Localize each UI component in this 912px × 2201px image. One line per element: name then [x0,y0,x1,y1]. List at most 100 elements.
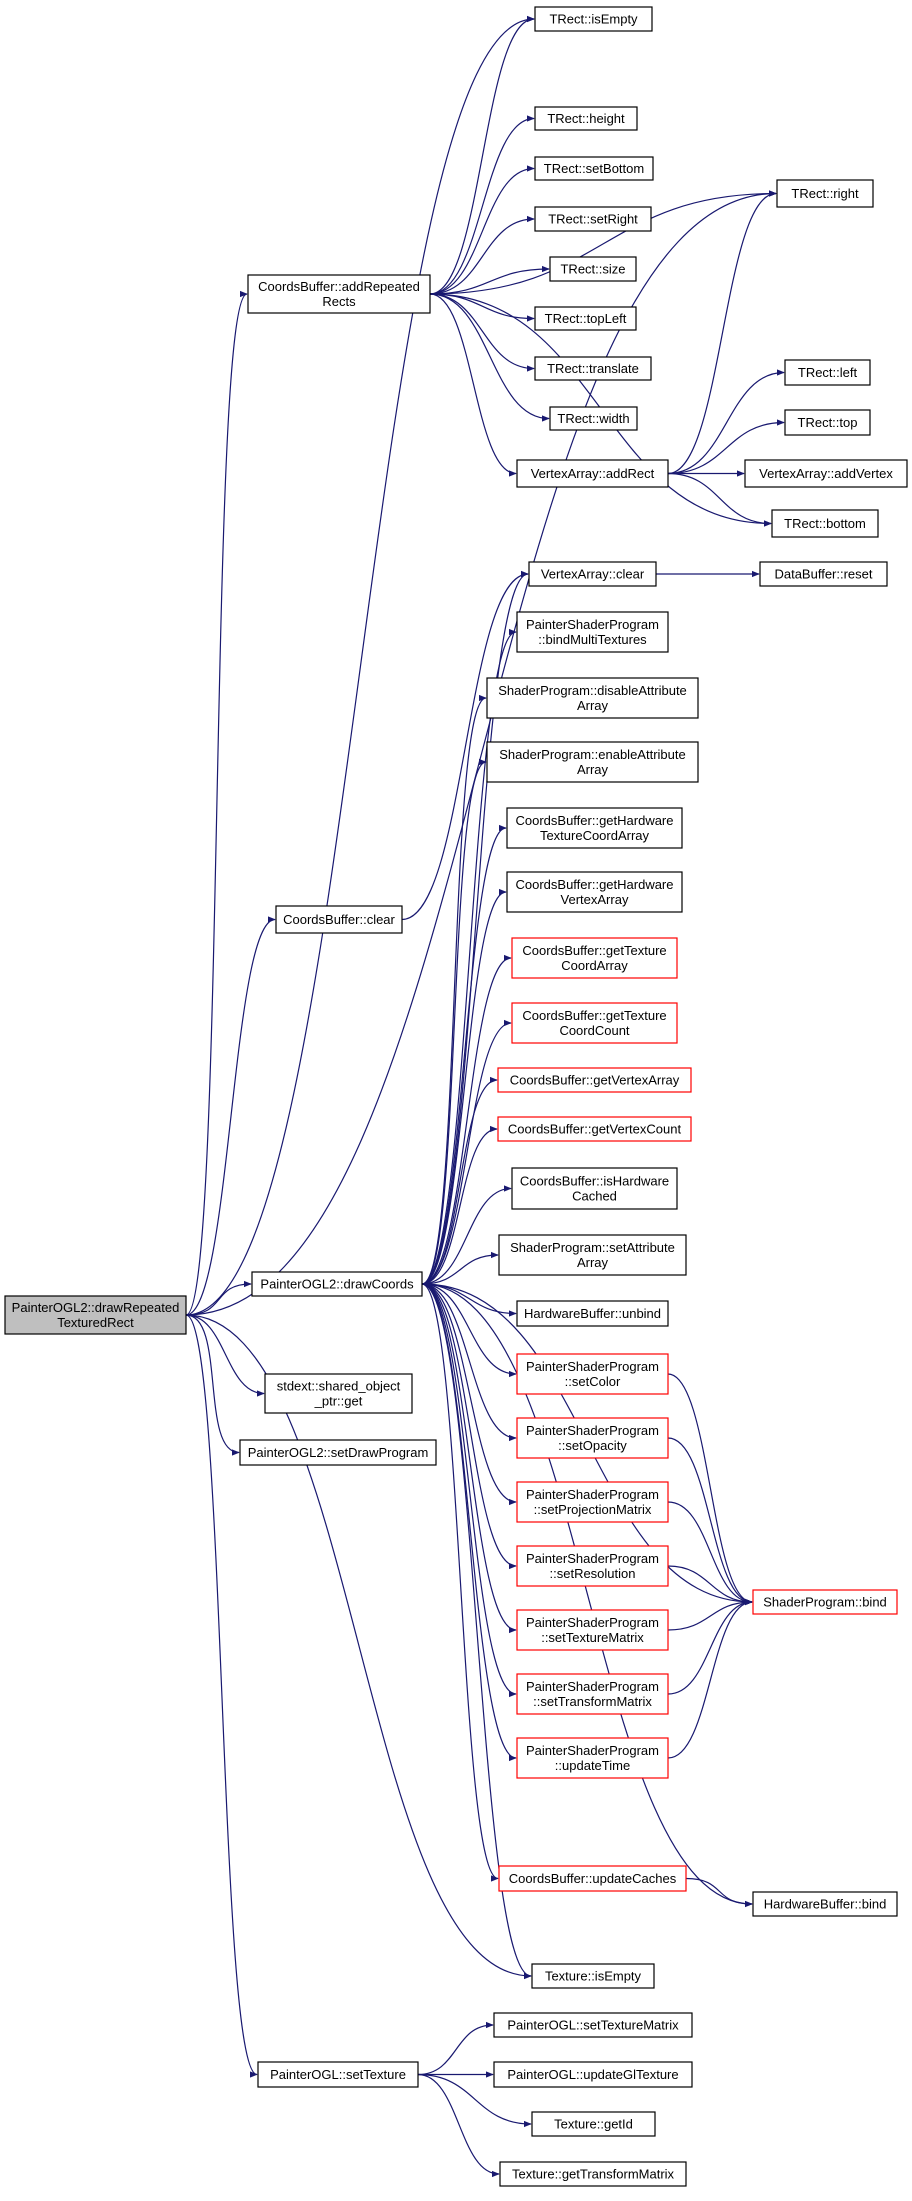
node-label: ShaderProgram::disableAttribute [498,683,687,698]
node-hb-unbind[interactable]: HardwareBuffer::unbind [516,1300,669,1327]
node-trect-left[interactable]: TRect::left [784,359,871,386]
node-label: CoordsBuffer::getHardware [515,877,673,892]
edge-pogl2-drawCoords-to-sp-setAttributeArray [421,1251,499,1285]
node-psp-setOpacity[interactable]: PainterShaderProgram::setOpacity [516,1417,669,1459]
node-cb-updateCaches[interactable]: CoordsBuffer::updateCaches [498,1865,687,1892]
edge-root-to-cb-clear [185,916,276,1316]
node-box [264,1373,413,1414]
edge-root-to-pogl-setTexture [185,1314,258,2078]
node-trect-bottom[interactable]: TRect::bottom [771,509,879,538]
node-cb-getVertexCount[interactable]: CoordsBuffer::getVertexCount [497,1116,692,1142]
node-label: CoordArray [561,958,628,973]
node-trect-topLeft[interactable]: TRect::topLeft [534,306,637,331]
edge-cb-clear-to-va-clear [401,570,529,921]
node-label: PainterOGL::updateGlTexture [507,2067,678,2082]
edge-pogl2-drawCoords-to-psp-setTransformMatrix [421,1283,517,1698]
node-trect-isEmpty[interactable]: TRect::isEmpty [534,6,653,32]
node-box [752,1589,898,1615]
node-box [4,1295,187,1335]
node-va-addRect[interactable]: VertexArray::addRect [516,459,669,488]
node-trect-translate[interactable]: TRect::translate [534,356,652,381]
node-box [516,1673,669,1715]
node-psp-setResolution[interactable]: PainterShaderProgram::setResolution [516,1545,669,1587]
node-psp-setTransformMatrix[interactable]: PainterShaderProgram::setTransformMatrix [516,1673,669,1715]
node-label: CoordsBuffer::updateCaches [509,1871,677,1886]
node-hb-bind[interactable]: HardwareBuffer::bind [752,1891,898,1917]
edge-cb-addRepeatedRects-to-trect-width [429,293,550,422]
edge-pogl-setTexture-to-tex-getTransformMatrix [417,2073,500,2178]
node-psp-setTextureMatrix[interactable]: PainterShaderProgram::setTextureMatrix [516,1609,669,1651]
node-trect-right[interactable]: TRect::right [776,179,874,208]
node-trect-setBottom[interactable]: TRect::setBottom [534,156,654,181]
node-box [493,2012,693,2038]
edge-psp-setResolution-to-sp-bind [667,1565,753,1606]
edge-pogl2-drawCoords-to-cb-getHardwareVertexArray [421,888,507,1285]
node-label: VertexArray::addVertex [759,466,893,481]
node-pogl-setTexture[interactable]: PainterOGL::setTexture [257,2061,419,2088]
node-psp-updateTime[interactable]: PainterShaderProgram::updateTime [516,1737,669,1779]
node-box [534,356,652,381]
edge-psp-setProjectionMatrix-to-sp-bind [667,1501,753,1606]
edge-root-to-trect-right [185,190,777,1316]
edge-pogl2-drawCoords-to-cb-getVertexArray [421,1076,498,1285]
node-box [516,1417,669,1459]
node-trect-setRight[interactable]: TRect::setRight [534,206,652,232]
edge-pogl2-drawCoords-to-cb-isHardwareCached [421,1185,512,1285]
node-sp-bind[interactable]: ShaderProgram::bind [752,1589,898,1615]
node-pogl2-setDrawProgram[interactable]: PainterOGL2::setDrawProgram [239,1439,437,1466]
node-trect-size[interactable]: TRect::size [549,256,637,282]
node-box [752,1891,898,1917]
edge-psp-setOpacity-to-sp-bind [667,1437,753,1606]
node-cb-clear[interactable]: CoordsBuffer::clear [275,905,403,934]
node-cb-getHardwareTextureCoordArray[interactable]: CoordsBuffer::getHardwareTextureCoordArr… [506,807,683,849]
node-box [493,2061,693,2088]
node-va-addVertex[interactable]: VertexArray::addVertex [744,459,908,488]
node-sop-get[interactable]: stdext::shared_object_ptr::get [264,1373,413,1414]
node-psp-bindMultiTextures[interactable]: PainterShaderProgram::bindMultiTextures [516,611,669,653]
node-tex-isEmpty[interactable]: Texture::isEmpty [531,1963,655,1989]
node-psp-setColor[interactable]: PainterShaderProgram::setColor [516,1353,669,1395]
node-trect-top[interactable]: TRect::top [784,409,871,436]
node-pogl-setTextureMatrix[interactable]: PainterOGL::setTextureMatrix [493,2012,693,2038]
node-pogl-updateGlTexture[interactable]: PainterOGL::updateGlTexture [493,2061,693,2088]
node-trect-width[interactable]: TRect::width [549,406,638,431]
node-db-reset[interactable]: DataBuffer::reset [759,561,888,587]
edge-va-addRect-to-trect-left [667,369,785,475]
node-box [516,1737,669,1779]
node-box [534,306,637,331]
edge-pogl-setTexture-to-pogl-setTextureMatrix [417,2021,494,2076]
edge-cb-addRepeatedRects-to-trect-height [429,115,535,295]
edge-pogl2-drawCoords-to-sp-disableAttributeArray [421,694,487,1285]
node-box [499,2161,687,2187]
edge-cb-addRepeatedRects-to-trect-right [429,190,777,295]
node-label: ::setTextureMatrix [541,1630,644,1645]
node-trect-height[interactable]: TRect::height [534,106,638,131]
node-label: PainterOGL2::drawRepeated [12,1300,180,1315]
node-cb-getVertexArray[interactable]: CoordsBuffer::getVertexArray [497,1067,692,1093]
edge-pogl2-drawCoords-to-psp-setColor [421,1283,517,1378]
node-pogl2-drawCoords[interactable]: PainterOGL2::drawCoords [251,1271,423,1297]
edge-pogl2-drawCoords-to-cb-getHardwareTextureCoordArray [421,824,507,1285]
node-tex-getId[interactable]: Texture::getId [531,2111,656,2137]
node-box [516,1353,669,1395]
node-box [516,1481,669,1523]
node-label: CoordsBuffer::getTexture [522,1008,666,1023]
node-label: PainterShaderProgram [526,1423,659,1438]
node-tex-getTransformMatrix[interactable]: Texture::getTransformMatrix [499,2161,687,2187]
node-label: PainterOGL::setTextureMatrix [507,2018,679,2033]
node-label: ShaderProgram::bind [763,1595,887,1610]
node-psp-setProjectionMatrix[interactable]: PainterShaderProgram::setProjectionMatri… [516,1481,669,1523]
node-label: Cached [572,1189,617,1204]
node-va-clear[interactable]: VertexArray::clear [528,561,657,587]
node-label: TRect::size [560,262,625,277]
node-box [251,1271,423,1297]
